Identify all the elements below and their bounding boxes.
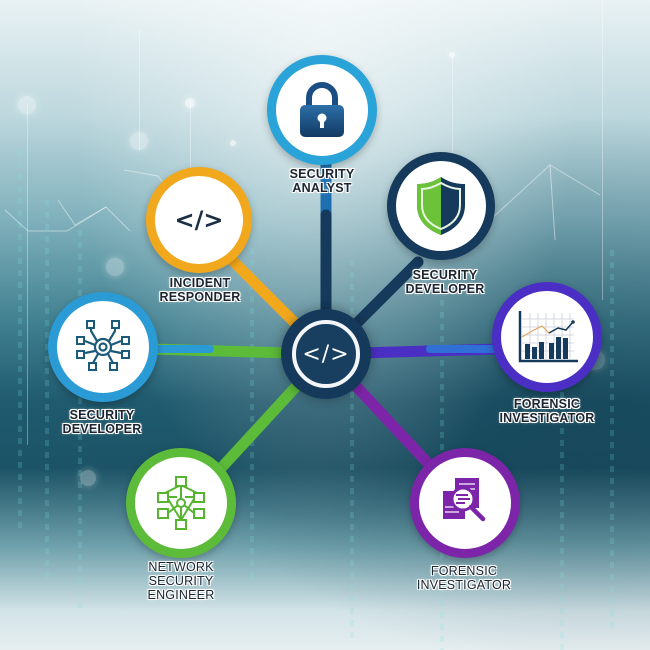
background-node-dot bbox=[18, 96, 36, 114]
background-line bbox=[190, 100, 191, 180]
background-line bbox=[452, 55, 453, 175]
document-magnifier-icon bbox=[443, 478, 486, 522]
node-security-developer-left[interactable] bbox=[48, 292, 158, 402]
shield-icon bbox=[417, 177, 465, 235]
node-security-developer-right[interactable] bbox=[387, 152, 495, 260]
node-forensic-investigator-bottom[interactable] bbox=[410, 448, 520, 558]
code-brackets-icon: </> bbox=[174, 206, 224, 234]
background-node-dot bbox=[130, 132, 148, 150]
node-incident-responder[interactable]: </> bbox=[146, 167, 252, 273]
background-node-dot bbox=[230, 140, 236, 146]
central-hub[interactable]: </> bbox=[281, 309, 371, 399]
background-code-rain bbox=[610, 250, 614, 630]
node-security-analyst[interactable] bbox=[267, 55, 377, 165]
bar-line-chart-icon bbox=[518, 311, 578, 363]
background-code-rain bbox=[78, 230, 82, 610]
background-node-dot bbox=[80, 470, 96, 486]
background-node-dot bbox=[185, 98, 195, 108]
background-line bbox=[602, 0, 603, 300]
hub-inner-ring: </> bbox=[292, 320, 360, 388]
code-brackets-icon: </> bbox=[302, 341, 350, 367]
background-line bbox=[139, 30, 140, 150]
background-code-rain bbox=[350, 260, 354, 640]
background-code-rain bbox=[18, 150, 22, 530]
node-network-security-engineer[interactable] bbox=[126, 448, 236, 558]
network-hub-icon bbox=[76, 320, 130, 371]
padlock-icon bbox=[300, 82, 344, 137]
network-topology-icon bbox=[157, 476, 205, 530]
node-forensic-investigator-right[interactable] bbox=[492, 282, 602, 392]
background-node-dot bbox=[106, 258, 124, 276]
background-code-rain bbox=[45, 200, 49, 580]
background-node-dot bbox=[449, 52, 455, 58]
background-line bbox=[27, 105, 28, 445]
background-code-rain bbox=[560, 380, 564, 650]
background-code-rain bbox=[250, 200, 254, 580]
